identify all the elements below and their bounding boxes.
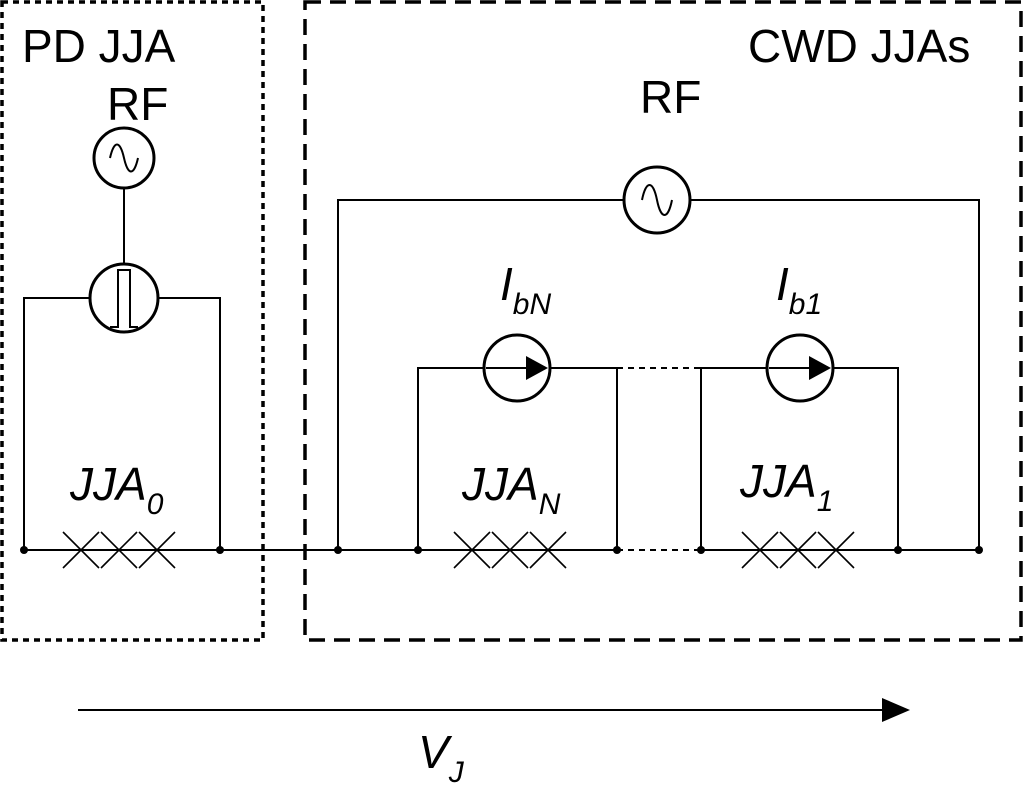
junction-array-1 bbox=[741, 531, 855, 569]
cwd-rf-wiring bbox=[337, 199, 980, 550]
junction-array-n bbox=[453, 531, 567, 569]
pd-rf-source bbox=[92, 126, 156, 190]
pd-wiring bbox=[23, 188, 221, 550]
array-0-label: JJA0 bbox=[69, 458, 164, 521]
cwd-rf-source bbox=[622, 165, 692, 235]
sine-wave-icon bbox=[109, 143, 139, 173]
cwd-rf-label: RF bbox=[640, 71, 701, 123]
pd-rf-label: RF bbox=[107, 78, 168, 130]
arrow-head-icon bbox=[809, 356, 831, 380]
pulse-icon bbox=[110, 269, 138, 328]
voltage-label: VJ bbox=[418, 726, 465, 789]
current-source-1 bbox=[765, 333, 835, 403]
current-source-n bbox=[482, 333, 552, 403]
pd-block-title: PD JJA bbox=[22, 20, 176, 72]
arrow-head-icon bbox=[526, 356, 548, 380]
pd-block-border bbox=[0, 0, 265, 642]
pulse-source bbox=[88, 262, 160, 334]
bias-1-label: Ib1 bbox=[776, 258, 822, 321]
arrow-head-icon bbox=[882, 698, 910, 722]
array-1-label: JJA1 bbox=[739, 455, 833, 518]
voltage-arrow bbox=[78, 698, 910, 722]
sine-wave-icon bbox=[641, 184, 673, 216]
cwd-block-border bbox=[303, 0, 1023, 642]
bias-loop-1 bbox=[700, 367, 899, 550]
node-dots bbox=[20, 546, 983, 554]
junction-array-0 bbox=[62, 531, 176, 569]
bias-n-label: IbN bbox=[500, 258, 551, 321]
cwd-block-title: CWD JJAs bbox=[748, 20, 970, 72]
array-n-label: JJAN bbox=[461, 458, 561, 521]
